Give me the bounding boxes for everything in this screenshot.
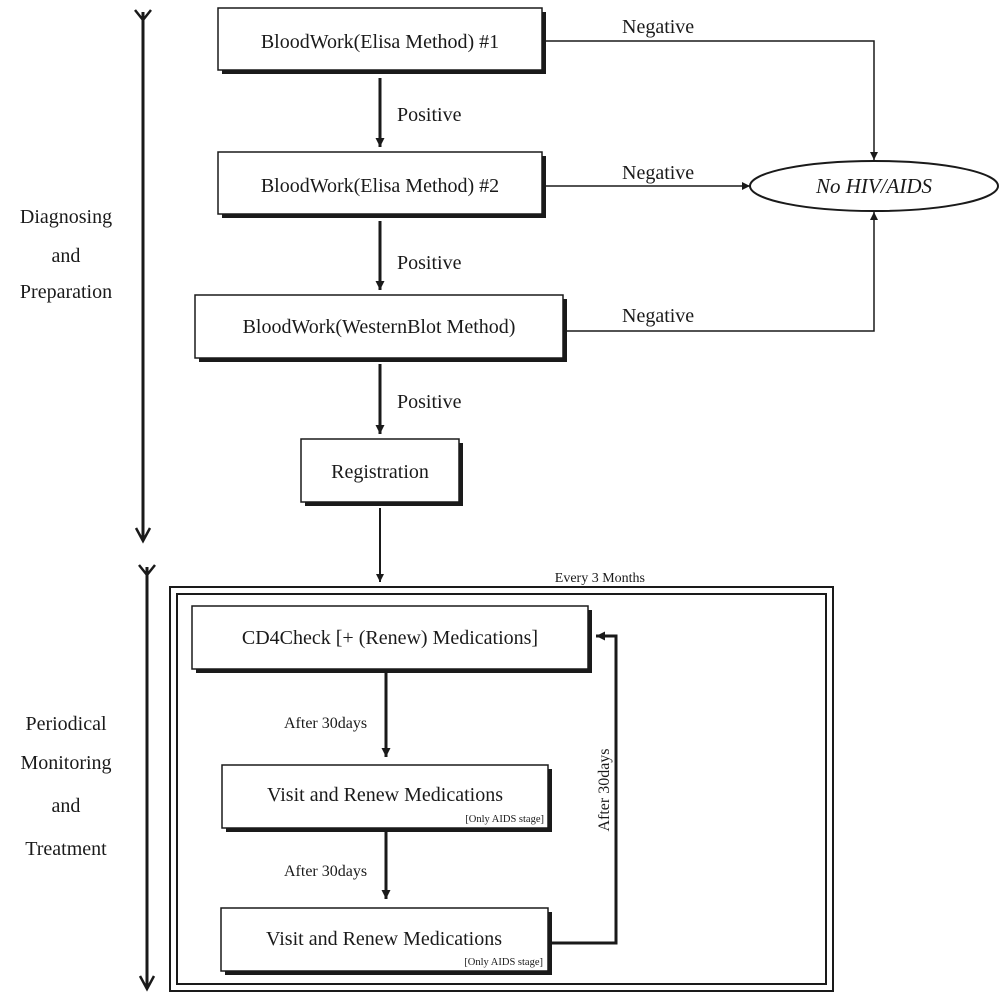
box-visit-2: Visit and Renew Medications [Only AIDS s…: [220, 907, 552, 975]
box-visit-1-note: [Only AIDS stage]: [465, 814, 544, 825]
phase-arrow-diagnosing: [134, 9, 152, 544]
box-western-blot-label: BloodWork(WesternBlot Method): [243, 316, 516, 338]
arrow-loop-back-to-cd4: [552, 631, 618, 945]
edge-label-positive-3: Positive: [397, 391, 462, 413]
edge-label-after-30days-loop: After 30days: [596, 748, 613, 831]
loop-frame-label: Every 3 Months: [555, 571, 645, 586]
phase-arrow-monitoring: [138, 564, 156, 992]
box-registration-label: Registration: [331, 461, 429, 483]
box-visit-1-label: Visit and Renew Medications: [267, 784, 503, 806]
box-visit-2-label: Visit and Renew Medications: [266, 928, 502, 950]
edge-label-after-30days-2: After 30days: [284, 863, 367, 880]
box-elisa-2: BloodWork(Elisa Method) #2: [217, 151, 546, 218]
phase-label-diagnosing: Diagnosing and Preparation: [20, 206, 112, 303]
box-registration: Registration: [300, 438, 463, 506]
box-elisa-1: BloodWork(Elisa Method) #1: [217, 7, 546, 74]
box-cd4-check-label: CD4Check [+ (Renew) Medications]: [242, 627, 538, 649]
edge-label-positive-1: Positive: [397, 104, 462, 126]
arrow-elisa1-negative: [546, 40, 878, 160]
edge-label-positive-2: Positive: [397, 252, 462, 274]
edge-label-after-30days-1: After 30days: [284, 715, 367, 732]
loop-frame: Every 3 Months: [169, 571, 834, 992]
phase-label-monitoring: Periodical Monitoring and Treatment: [20, 713, 111, 860]
box-cd4-check: CD4Check [+ (Renew) Medications]: [191, 605, 592, 673]
phase-monitoring-line-2: Monitoring: [20, 752, 111, 774]
box-elisa-1-label: BloodWork(Elisa Method) #1: [261, 31, 499, 53]
box-western-blot: BloodWork(WesternBlot Method): [194, 294, 567, 362]
phase-diagnosing-line-3: Preparation: [20, 281, 112, 303]
box-visit-1: Visit and Renew Medications [Only AIDS s…: [221, 764, 552, 832]
box-elisa-2-label: BloodWork(Elisa Method) #2: [261, 175, 499, 197]
phase-monitoring-line-1: Periodical: [25, 713, 107, 735]
phase-diagnosing-line-1: Diagnosing: [20, 206, 112, 228]
edge-label-negative-2: Negative: [622, 162, 694, 184]
box-visit-2-note: [Only AIDS stage]: [464, 957, 543, 968]
outcome-no-hiv: No HIV/AIDS: [749, 160, 999, 212]
phase-monitoring-line-3: and: [52, 795, 81, 817]
arrow-western-negative: [567, 212, 878, 332]
phase-monitoring-line-4: Treatment: [25, 838, 107, 860]
edge-label-negative-3: Negative: [622, 305, 694, 327]
outcome-no-hiv-label: No HIV/AIDS: [815, 174, 933, 198]
phase-diagnosing-line-2: and: [52, 245, 81, 267]
edge-label-negative-1: Negative: [622, 16, 694, 38]
